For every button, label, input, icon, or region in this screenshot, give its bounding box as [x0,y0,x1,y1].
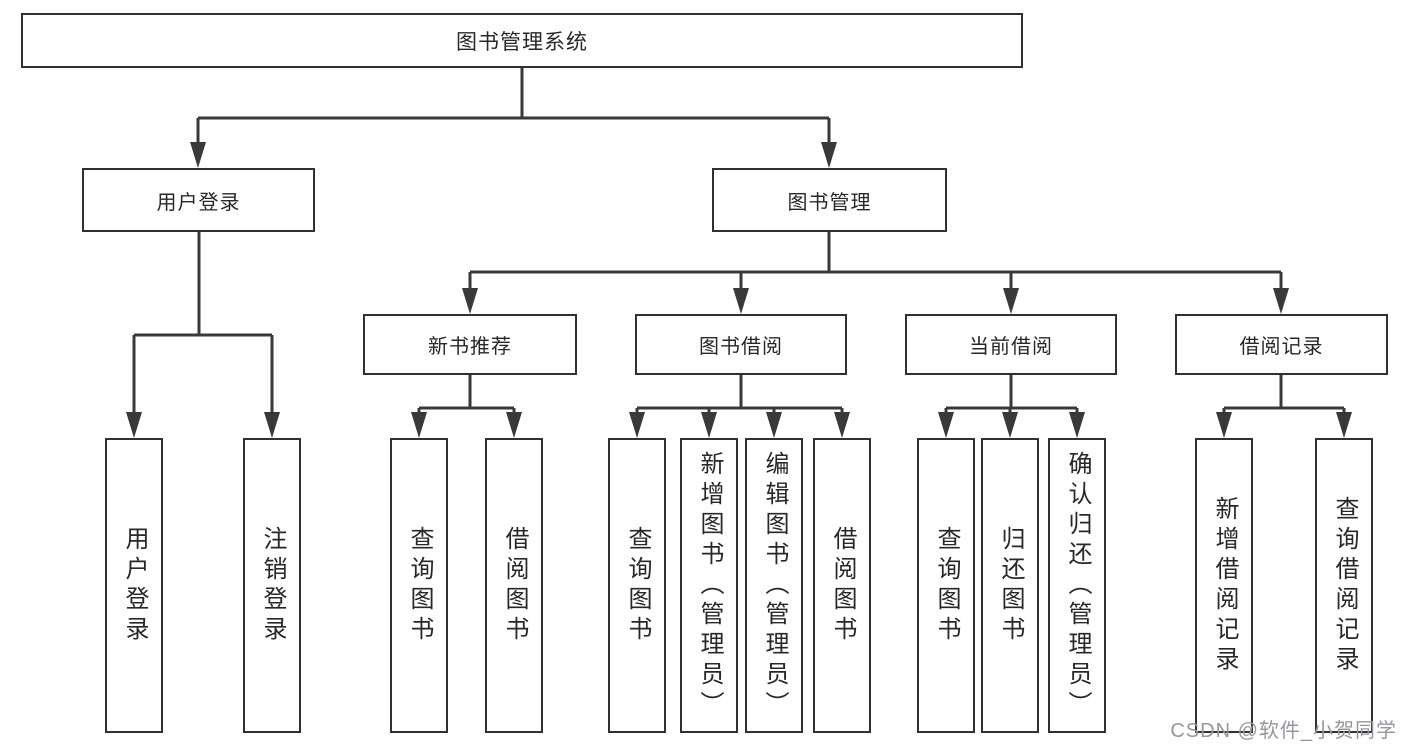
node-leaf-confirm-return-admin: 确认归还（管理员） [1048,438,1106,733]
arrowhead-icon [821,142,837,168]
arrowhead-icon [766,412,782,438]
arrowhead-icon [1003,288,1019,314]
node-book-management-module: 图书管理 [712,168,947,232]
arrowhead-icon [938,412,954,438]
node-label-new-book-recommend: 新书推荐 [428,336,512,358]
node-leaf-query-borrow-record: 查询借阅记录 [1315,438,1373,733]
node-label-leaf-borrow-books-1: 借阅图书 [501,525,528,646]
arrowhead-icon [462,288,478,314]
arrowhead-icon [1216,412,1232,438]
node-label-borrowing-records: 借阅记录 [1239,336,1324,358]
node-label-leaf-edit-books-admin: 编辑图书（管理员） [761,450,788,721]
node-label-leaf-add-books-admin: 新增图书（管理员） [696,450,723,721]
node-leaf-logout: 注销登录 [243,438,301,733]
node-leaf-query-books-2: 查询图书 [608,438,666,733]
node-current-borrowing: 当前借阅 [905,314,1117,375]
arrowhead-icon [1069,412,1085,438]
node-label-leaf-logout: 注销登录 [259,525,286,646]
node-leaf-user-login: 用户登录 [105,438,163,733]
arrowhead-icon [1273,288,1289,314]
node-label-current-borrowing: 当前借阅 [969,336,1053,358]
node-new-book-recommend: 新书推荐 [363,314,577,375]
arrowhead-icon [834,412,850,438]
node-label-system-root: 图书管理系统 [456,30,588,54]
node-leaf-borrow-books-1: 借阅图书 [485,438,543,733]
node-borrowing-records: 借阅记录 [1175,314,1388,375]
arrowhead-icon [126,412,142,438]
arrowhead-icon [629,412,645,438]
node-label-leaf-user-login: 用户登录 [121,525,148,646]
node-label-leaf-query-borrow-record: 查询借阅记录 [1331,495,1358,676]
node-label-leaf-return-books: 归还图书 [997,525,1024,646]
node-leaf-borrow-books-2: 借阅图书 [813,438,871,733]
arrowhead-icon [733,288,749,314]
node-label-leaf-query-books-3: 查询图书 [933,525,960,646]
node-user-login-module: 用户登录 [82,168,315,232]
node-system-root: 图书管理系统 [21,13,1023,68]
node-label-leaf-query-books-2: 查询图书 [624,525,651,646]
node-label-leaf-confirm-return-admin: 确认归还（管理员） [1064,450,1091,721]
node-label-user-login-module: 用户登录 [156,191,241,214]
node-book-borrowing: 图书借阅 [635,314,847,375]
node-label-book-borrowing: 图书借阅 [699,336,783,358]
arrowhead-icon [701,412,717,438]
arrowhead-icon [1002,412,1018,438]
node-leaf-add-borrow-record: 新增借阅记录 [1195,438,1253,733]
node-leaf-return-books: 归还图书 [981,438,1039,733]
node-leaf-add-books-admin: 新增图书（管理员） [680,438,738,733]
node-leaf-edit-books-admin: 编辑图书（管理员） [745,438,803,733]
node-leaf-query-books-3: 查询图书 [917,438,975,733]
arrowhead-icon [506,412,522,438]
node-label-leaf-borrow-books-2: 借阅图书 [829,525,856,646]
arrowhead-icon [190,142,206,168]
arrowhead-icon [1336,412,1352,438]
node-label-leaf-query-books-1: 查询图书 [406,525,433,646]
arrowhead-icon [264,412,280,438]
node-label-leaf-add-borrow-record: 新增借阅记录 [1211,495,1238,676]
arrowhead-icon [411,412,427,438]
watermark-text: CSDN @软件_小贺同学 [1170,720,1397,742]
node-label-book-management-module: 图书管理 [787,191,872,214]
node-leaf-query-books-1: 查询图书 [390,438,448,733]
